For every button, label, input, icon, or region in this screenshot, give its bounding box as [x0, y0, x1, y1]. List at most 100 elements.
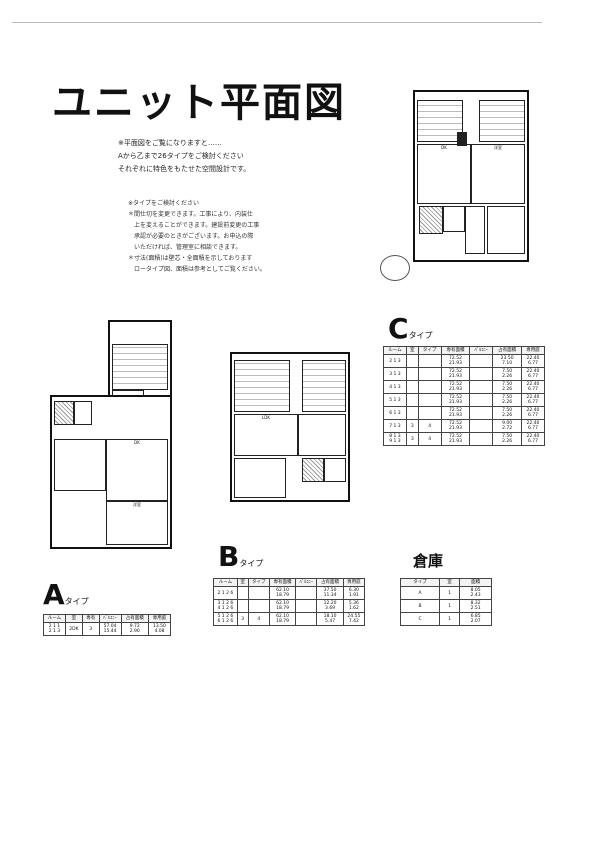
table-cell: 72.52 21.93 — [440, 367, 471, 381]
table-header-row: ルーム 室 タイプ 専有面積 ﾊﾞﾙｺﾆｰ 占有面積 専用庭 — [213, 578, 366, 587]
table-cell: 2 1 2 6 — [213, 586, 238, 600]
intro-line: それぞれに特色をもたせた空間設計です。 — [118, 165, 251, 173]
table-cell: 72.52 21.93 — [440, 380, 471, 394]
table-cell — [469, 419, 494, 433]
top-rule — [12, 22, 542, 23]
table-cell: 22.40 6.77 — [520, 354, 546, 368]
table-cell — [417, 380, 442, 394]
table-header: 専有 — [81, 614, 100, 623]
table-cell: 22.40 6.77 — [520, 406, 546, 420]
plan-room-washitsu — [234, 360, 290, 412]
table-header: ルーム — [383, 346, 407, 355]
table-header: タイプ — [417, 346, 442, 355]
table-cell: 62.10 18.79 — [268, 586, 297, 600]
plan-room-bath — [419, 206, 443, 234]
table-cell — [417, 393, 442, 407]
table-header: 占有面積 — [120, 614, 149, 623]
plan-room-toilet — [74, 401, 92, 425]
table-cell: 23.50 7.10 — [492, 354, 522, 368]
table-cell: 6.85 2.07 — [459, 612, 492, 626]
plan-room-washitsu — [112, 344, 168, 390]
table-cell: 22.40 6.77 — [520, 393, 546, 407]
table-cell: 72.52 21.93 — [440, 406, 471, 420]
table-cell: 3 — [405, 432, 419, 446]
table-cell: 1 — [439, 612, 461, 626]
table-cell — [469, 406, 494, 420]
table-header: 室 — [439, 578, 461, 587]
table-cell — [405, 380, 419, 394]
table-cell — [469, 432, 494, 446]
table-cell: 7.50 2.26 — [492, 393, 522, 407]
plan-room-washitsu — [479, 100, 525, 142]
plan-label: 洋室 — [494, 145, 502, 150]
note-line: 上を変えることができます。建設前変更の工事 — [128, 222, 260, 229]
table-header: 室 — [405, 346, 419, 355]
table-cell: 7.50 2.26 — [492, 432, 522, 446]
type-letter: C — [388, 312, 409, 345]
page-title: ユニット平面図 — [52, 80, 346, 126]
table-header: 室 — [236, 578, 249, 587]
table-header: ルーム — [213, 578, 238, 587]
table-header: ﾊﾞﾙｺﾆｰ — [98, 614, 122, 623]
table-cell: 3 — [405, 419, 419, 433]
table-header: ﾊﾞﾙｺﾆｰ — [469, 346, 494, 355]
table-header: 室 — [64, 614, 83, 623]
table-cell: 8 1 3 9 1 3 — [383, 432, 407, 446]
table-header-row: ルーム 室 専有 ﾊﾞﾙｺﾆｰ 占有面積 専用庭 — [43, 614, 172, 623]
note-line: ＊間仕切を変更できます。工事により、内装仕 — [128, 211, 254, 218]
table-cell: 9.72 2.90 — [120, 622, 149, 636]
note-line: ＊寸法(面積)は壁芯・全面積を示しております — [128, 255, 253, 262]
table-header: 専用庭 — [520, 346, 546, 355]
table-cell: 2DK — [64, 622, 83, 636]
table-header: タイプ — [247, 578, 270, 587]
plan-room-ldk: LDK — [234, 414, 298, 456]
table-cell: 4 — [417, 419, 442, 433]
table-cell: 7.50 2.26 — [492, 380, 522, 394]
table-cell — [417, 367, 442, 381]
plan-room-yoshitsu — [234, 458, 286, 498]
plan-label: LDK — [262, 415, 270, 420]
table-header: 専用庭 — [342, 578, 366, 587]
table-cell — [469, 354, 494, 368]
table-cell — [295, 586, 318, 600]
table-cell: 13.50 4.08 — [147, 622, 172, 636]
plan-column — [457, 132, 467, 146]
table-cell: 72.52 21.93 — [440, 393, 471, 407]
table-cell: 37.50 11.34 — [316, 586, 344, 600]
table-cell: C — [399, 612, 441, 626]
type-letter: A — [43, 578, 65, 611]
table-cell: 4 — [247, 612, 270, 626]
table-cell: 4 — [417, 432, 442, 446]
table-cell — [405, 393, 419, 407]
type-suffix: タイプ — [408, 331, 433, 340]
table-cell: 24.55 7.42 — [342, 612, 366, 626]
table-cell: 1 — [439, 599, 461, 613]
table-cell: 5 1 2 6 6 1 2 6 — [213, 612, 238, 626]
table-cell — [247, 599, 270, 613]
note-line: ロータイプ図、面積は参考としてご覧ください。 — [128, 266, 266, 273]
table-header: 専用庭 — [147, 614, 172, 623]
floor-plan-a-lower: DK 洋室 — [50, 395, 172, 549]
table-cell — [469, 380, 494, 394]
table-cell — [247, 586, 270, 600]
plan-room-dk: DK — [417, 144, 471, 204]
floor-plan-c: DK 洋室 — [413, 90, 529, 262]
table-cell — [405, 354, 419, 368]
table-cell: 2 1 3 — [383, 354, 407, 368]
table-cell: 9.00 2.72 — [492, 419, 522, 433]
table-cell: 22.40 6.77 — [520, 432, 546, 446]
plan-room-yoshitsu — [487, 206, 525, 254]
table-cell: A — [399, 586, 441, 600]
table-cell: 3 1 2 6 4 1 2 6 — [213, 599, 238, 613]
table-cell — [236, 586, 249, 600]
table-cell — [469, 393, 494, 407]
table-cell — [417, 406, 442, 420]
table-cell — [405, 406, 419, 420]
